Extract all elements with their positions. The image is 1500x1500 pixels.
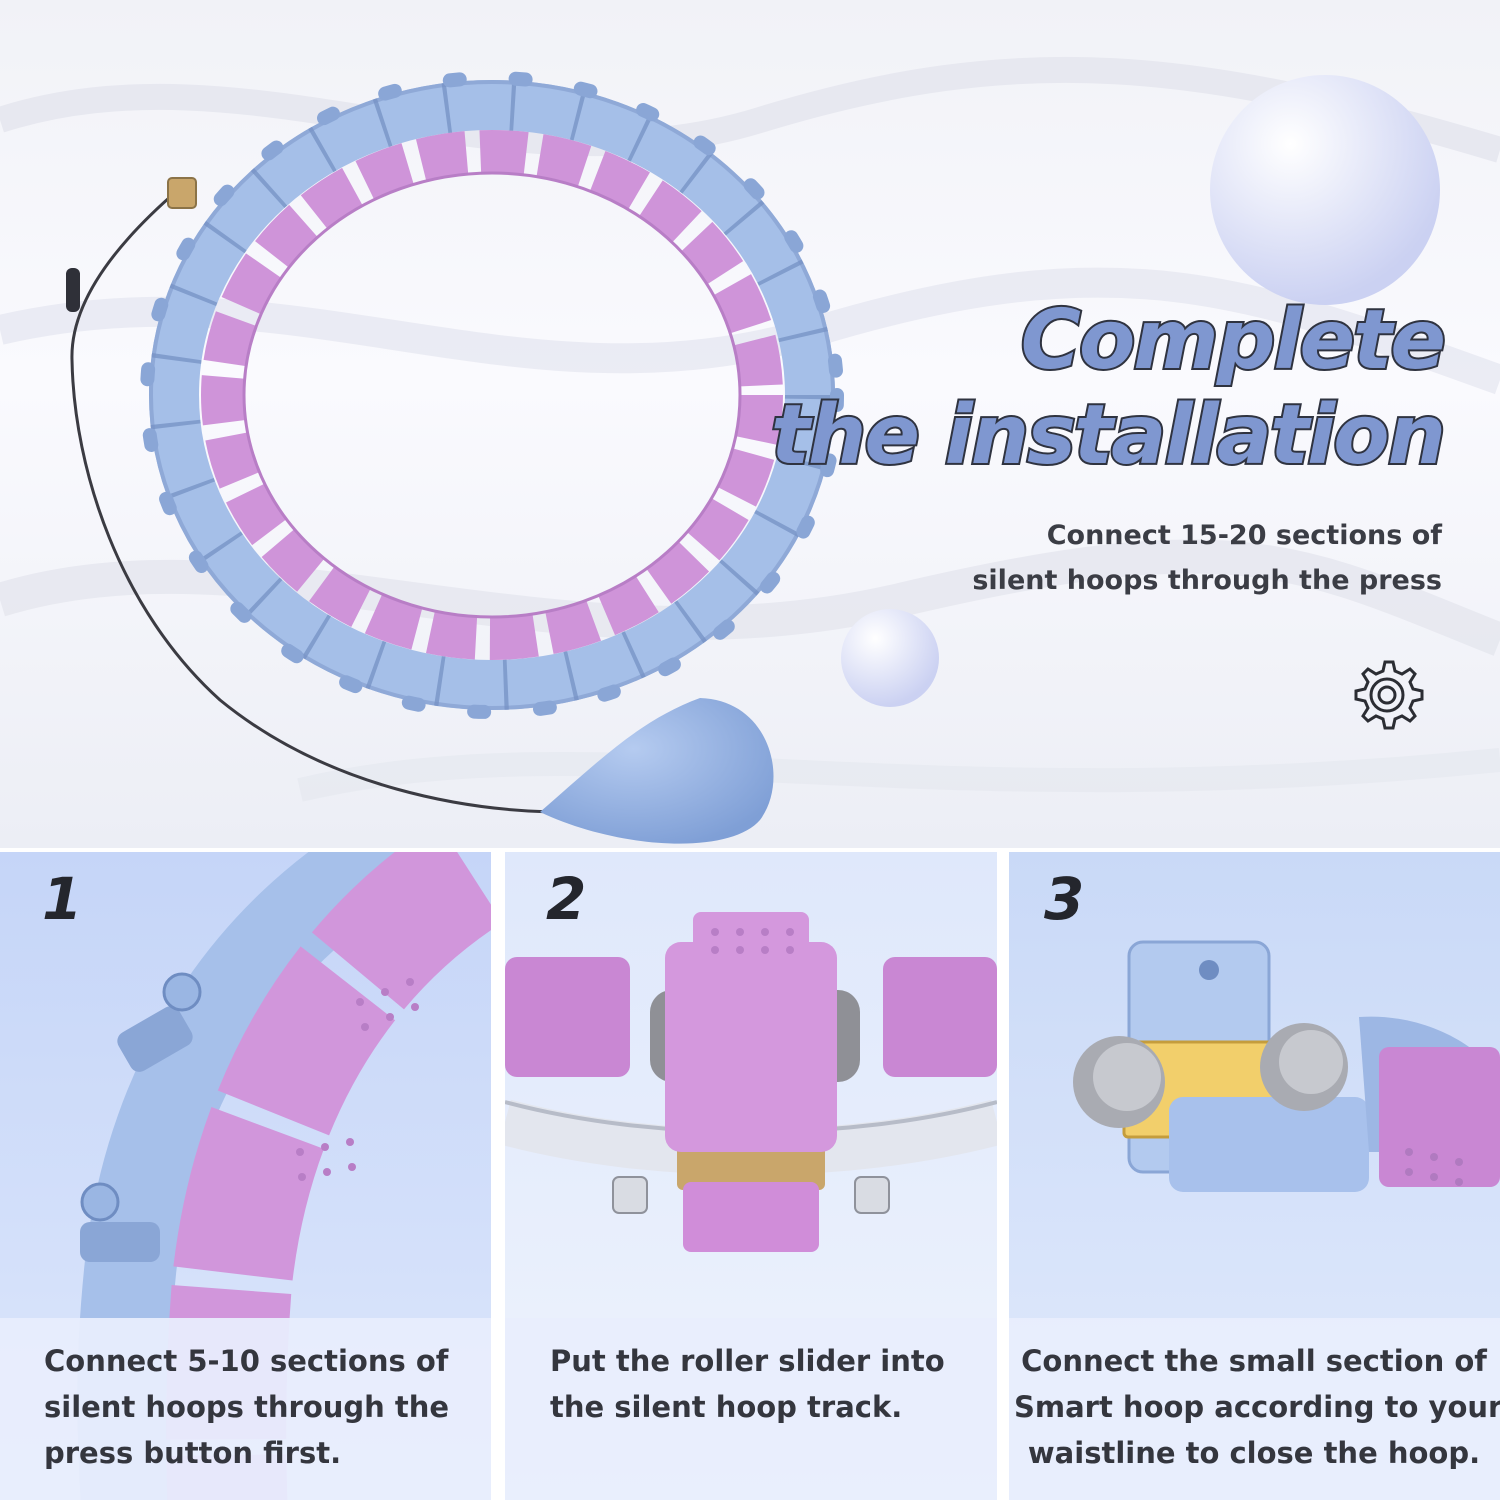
step-3-caption-line-3: waistline to close the hoop.	[1027, 1436, 1481, 1470]
step-3-caption-box	[1009, 1318, 1500, 1500]
step-2-number: 2	[546, 865, 587, 933]
step-2-caption-box	[505, 1318, 997, 1500]
step-1-caption-line-3: press button first.	[44, 1436, 342, 1470]
gear-icon	[1354, 660, 1424, 730]
step-2-caption-line-2: the silent hoop track.	[550, 1390, 903, 1424]
step-3-caption-line-1: Connect the small section of	[1021, 1344, 1487, 1378]
hoop-buckle	[167, 177, 197, 209]
step-2-illustration	[505, 912, 997, 1252]
step-3-illustration	[1073, 940, 1500, 1192]
cord-clip	[66, 268, 80, 312]
hoop-cord	[70, 188, 553, 814]
weight-ball	[540, 698, 774, 844]
step-3-caption: Connect the small section of Smart hoop …	[1014, 1338, 1500, 1476]
headline-line-1: Complete	[1019, 293, 1448, 388]
step-1-caption: Connect 5-10 sections of silent hoops th…	[44, 1338, 484, 1476]
step-2-caption: Put the roller slider into the silent ho…	[550, 1338, 990, 1430]
step-1-caption-box	[0, 1318, 491, 1500]
step-1-number: 1	[42, 865, 83, 933]
step-3-caption-line-2: Smart hoop according to your	[1014, 1390, 1500, 1424]
step-2-caption-line-1: Put the roller slider into	[550, 1344, 945, 1378]
subtitle-line-2: silent hoops through the press	[972, 565, 1442, 596]
hoop-illustration	[0, 56, 1500, 844]
decorative-bubble-small	[841, 609, 939, 707]
hoop-inner-ring	[201, 130, 783, 660]
headline-line-2: the installation	[769, 388, 1448, 483]
decorative-bubble-large	[1210, 75, 1440, 305]
step-1-caption-line-2: silent hoops through the	[44, 1390, 450, 1424]
subtitle-line-1: Connect 15-20 sections of	[1046, 520, 1442, 551]
step-1-caption-line-1: Connect 5-10 sections of	[44, 1344, 449, 1378]
step-3-number: 3	[1044, 865, 1085, 933]
hero-section: Complete the installation Connect 15-20 …	[0, 0, 1500, 848]
